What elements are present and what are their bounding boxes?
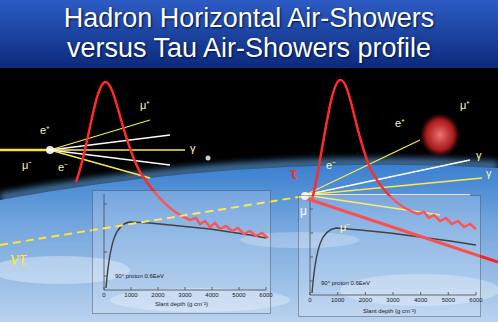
tick-label: 6000 [259,292,272,298]
earth-surface [0,165,498,322]
particle-label: γ [476,150,482,161]
axis-title: Slant depth (g cm⁻²) [93,301,270,307]
tick-label: 0 [102,292,105,298]
hadron-track [0,149,50,152]
shower-spot [420,113,460,157]
particle-label: e⁺ [40,125,50,136]
space-sky [0,68,498,322]
interaction-point [46,146,54,154]
particle-track [50,135,170,150]
tick-label: 4000 [205,292,218,298]
tau-label: τ [290,166,297,182]
dot [206,156,211,161]
particle-label: μ⁺ [460,100,470,111]
particle-label: μ⁻ [340,222,350,233]
tick-label: 2000 [151,292,164,298]
tick-label: 5000 [442,297,455,303]
particle-label: μ⁻ [22,160,32,171]
particle-label: μ⁺ [140,100,150,111]
particle-label: e⁺ [395,118,405,129]
plot-caption: 90° proton 0.6EeV [115,273,164,279]
tick-label: 3000 [178,292,191,298]
particle-label: e⁻ [326,160,336,171]
title-band [0,0,498,68]
axis-title: Slant depth (g cm⁻²) [299,308,480,314]
particle-track [50,120,150,150]
shower-fan [50,120,185,178]
tick-label: 1000 [124,292,137,298]
tick-label: 1000 [331,297,344,303]
particle-label: γ [486,168,492,179]
particle-track [305,160,470,195]
particle-track [305,178,482,195]
slide-title: Hadron Horizontal Air-Showers versus Tau… [24,3,474,63]
particle-track [50,149,185,150]
particle-label: e⁻ [58,162,68,173]
plot-caption: 90° proton 0.6EeV [321,280,370,286]
tick-label: 4000 [414,297,427,303]
tick-label: 0 [308,297,311,303]
tick-label: 6000 [469,297,482,303]
tick-label: 2000 [359,297,372,303]
tick-label: 3000 [386,297,399,303]
neutrino-label: ντ [10,248,26,268]
particle-label: γ [190,143,196,154]
tick-label: 5000 [232,292,245,298]
muon-label: μ [300,205,307,217]
